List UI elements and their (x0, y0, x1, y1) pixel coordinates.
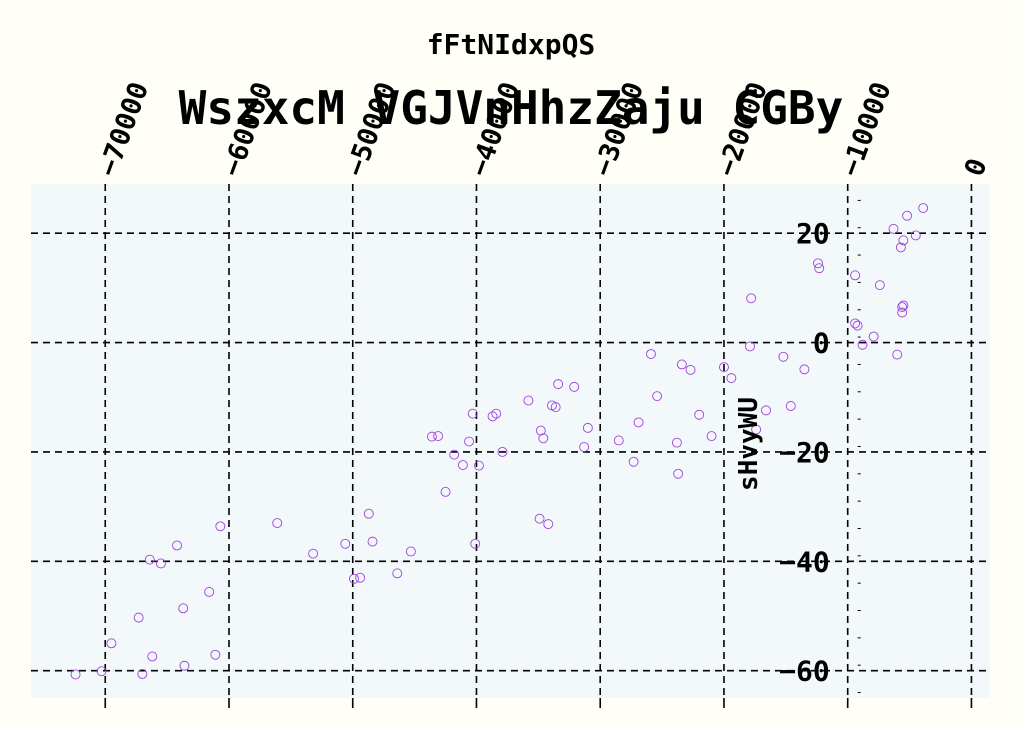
data-point (852, 320, 863, 331)
data-point (367, 536, 378, 547)
data-point (706, 431, 717, 442)
data-point (726, 373, 737, 384)
data-point (215, 521, 226, 532)
data-point (569, 381, 580, 392)
plot-area (31, 184, 990, 698)
data-point (685, 364, 696, 375)
data-point (144, 554, 155, 565)
data-point (497, 446, 508, 457)
data-point (897, 302, 908, 312)
data-point (746, 293, 757, 304)
data-point (910, 230, 921, 241)
data-point (719, 362, 729, 373)
data-point (778, 351, 789, 362)
data-point (918, 203, 929, 214)
data-point (652, 391, 663, 402)
data-point (133, 612, 144, 623)
data-point (363, 508, 374, 519)
data-point (179, 660, 190, 671)
data-point (874, 280, 885, 291)
data-point (470, 538, 481, 549)
data-point (457, 460, 468, 471)
data-point (813, 258, 823, 269)
data-point (449, 449, 460, 460)
data-point (426, 431, 437, 442)
data-point (799, 364, 810, 375)
data-point (671, 437, 682, 448)
data-point (172, 540, 182, 551)
data-point (467, 408, 478, 419)
data-point (440, 486, 451, 497)
data-point (895, 242, 906, 253)
data-point (676, 359, 687, 370)
data-point (814, 263, 825, 274)
data-point (579, 442, 590, 452)
data-point (137, 668, 148, 679)
data-point (405, 546, 416, 557)
data-point (785, 401, 796, 411)
data-point (392, 568, 403, 579)
data-point (70, 669, 81, 680)
data-point (272, 518, 283, 528)
data-point (645, 349, 656, 360)
chart-suptitle: fFtNIdxpQS (427, 28, 596, 61)
grid (31, 184, 990, 708)
y-minor-ticks (857, 199, 861, 694)
data-point (473, 460, 484, 471)
data-point (850, 318, 861, 329)
data-point (751, 424, 762, 435)
data-point (491, 408, 502, 419)
data-point (857, 339, 868, 350)
data-point (613, 435, 624, 446)
data-point (898, 235, 909, 246)
data-point (850, 270, 861, 281)
data-point (308, 548, 319, 559)
data-point (106, 638, 117, 649)
y-tick-label: −20 (779, 436, 830, 469)
y-tick-label: −60 (779, 655, 830, 688)
data-point (204, 586, 215, 597)
data-point (553, 379, 564, 390)
data-point (550, 402, 561, 413)
data-point (898, 300, 909, 311)
data-point (535, 425, 546, 436)
data-points (70, 203, 929, 680)
data-point (355, 572, 366, 583)
chart-title: WszxcM VGJVnHhzZaju CGBy (179, 81, 844, 135)
data-point (582, 422, 593, 433)
data-point (534, 513, 545, 524)
data-point (147, 651, 158, 662)
data-point (487, 411, 498, 422)
y-tick-label: −40 (779, 545, 830, 578)
y-tick-labels: 20 0 −20 −40 −60 (779, 217, 830, 687)
y-tick-label: 0 (813, 327, 830, 360)
data-point (761, 405, 771, 416)
data-point (888, 223, 899, 234)
data-point (694, 409, 705, 420)
data-point (349, 573, 359, 584)
data-point (538, 433, 549, 444)
data-point (433, 431, 444, 442)
data-point (628, 456, 639, 467)
data-point (633, 417, 644, 428)
y-axis-label: sHvyWU (734, 397, 764, 491)
data-point (523, 395, 534, 406)
data-point (902, 210, 913, 221)
data-point (155, 558, 166, 569)
data-point (340, 538, 351, 549)
data-point (464, 436, 474, 447)
y-tick-label: 20 (796, 217, 830, 250)
data-point (178, 603, 189, 614)
data-point (744, 341, 755, 352)
data-point (892, 349, 903, 360)
data-point (210, 649, 221, 660)
data-point (868, 331, 879, 342)
data-point (96, 666, 107, 677)
data-point (673, 468, 684, 479)
data-point (897, 307, 908, 318)
data-point (543, 519, 554, 530)
